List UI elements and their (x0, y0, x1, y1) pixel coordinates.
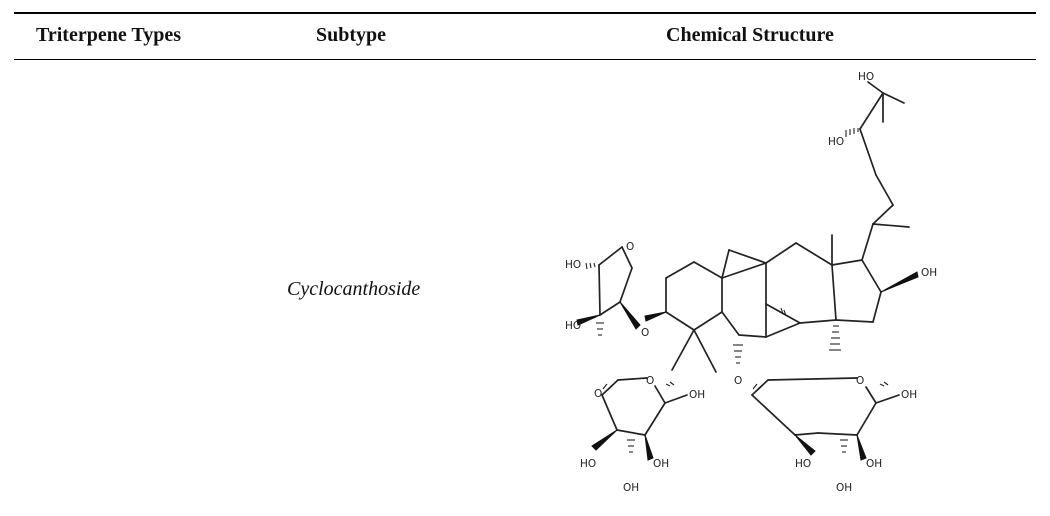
label-ho-top: HO (858, 71, 874, 83)
hash-bond-xylose-c2 (596, 322, 604, 336)
label-o-link-c6: O (734, 375, 742, 387)
label-oh-sugar1-bottom: OH (623, 482, 639, 494)
column-header-subtype: Subtype (316, 24, 387, 46)
subtype-cell: Cyclocanthoside (287, 278, 421, 300)
side-chain (845, 81, 910, 261)
label-ho-side: HO (828, 136, 844, 148)
label-o-link-sugar1: O (594, 388, 602, 400)
label-oh-sugar2-bottom: OH (836, 482, 852, 494)
ring-c (765, 242, 841, 351)
label-oh-sugar1: OH (653, 458, 669, 470)
glucose-ring-1 (591, 377, 688, 461)
label-o-link-c3: O (641, 327, 649, 339)
hash-bond-xylose-c4 (585, 262, 596, 270)
label-o-sugar2-ring: O (856, 375, 864, 387)
label-ho-sugar2: HO (795, 458, 811, 470)
hash-bond-glucose-2-c5 (879, 381, 889, 387)
table-header-rule (14, 59, 1036, 60)
ring-b (721, 277, 801, 364)
label-ho-xylose-bottom: HO (565, 320, 581, 332)
label-o-sugar1-ring: O (646, 375, 654, 387)
hash-bond-glucose-1-c3 (627, 439, 635, 453)
hash-bond-glucose-1-c1 (602, 383, 612, 391)
ring-d (831, 234, 919, 323)
cyclopropane-ring (721, 249, 767, 279)
label-oh-sugar1-ch2: OH (689, 389, 705, 401)
xylose-ring (576, 246, 641, 336)
table-top-rule (14, 12, 1036, 14)
label-oh-sugar2: OH (866, 458, 882, 470)
glucose-ring-2 (751, 377, 900, 461)
ring-a (644, 261, 723, 373)
label-ho-xylose-top: HO (565, 259, 581, 271)
label-o-xylose-ring: O (626, 241, 634, 253)
hash-bond-c6 (733, 344, 743, 364)
label-ho-sugar1: HO (580, 458, 596, 470)
label-oh-sugar2-ch2: OH (901, 389, 917, 401)
hash-bond-side (845, 128, 859, 137)
hash-bond-c8 (780, 307, 787, 317)
column-header-chemical-structure: Chemical Structure (666, 24, 834, 46)
column-header-triterpene-types: Triterpene Types (36, 24, 181, 46)
hash-bond-glucose-2-c3 (840, 439, 848, 453)
hash-bond-c14-methyl (829, 325, 841, 351)
hash-bond-glucose-2-c1 (752, 383, 762, 391)
label-oh-d-ring: OH (921, 267, 937, 279)
hash-bond-glucose-1-c5 (665, 381, 675, 387)
